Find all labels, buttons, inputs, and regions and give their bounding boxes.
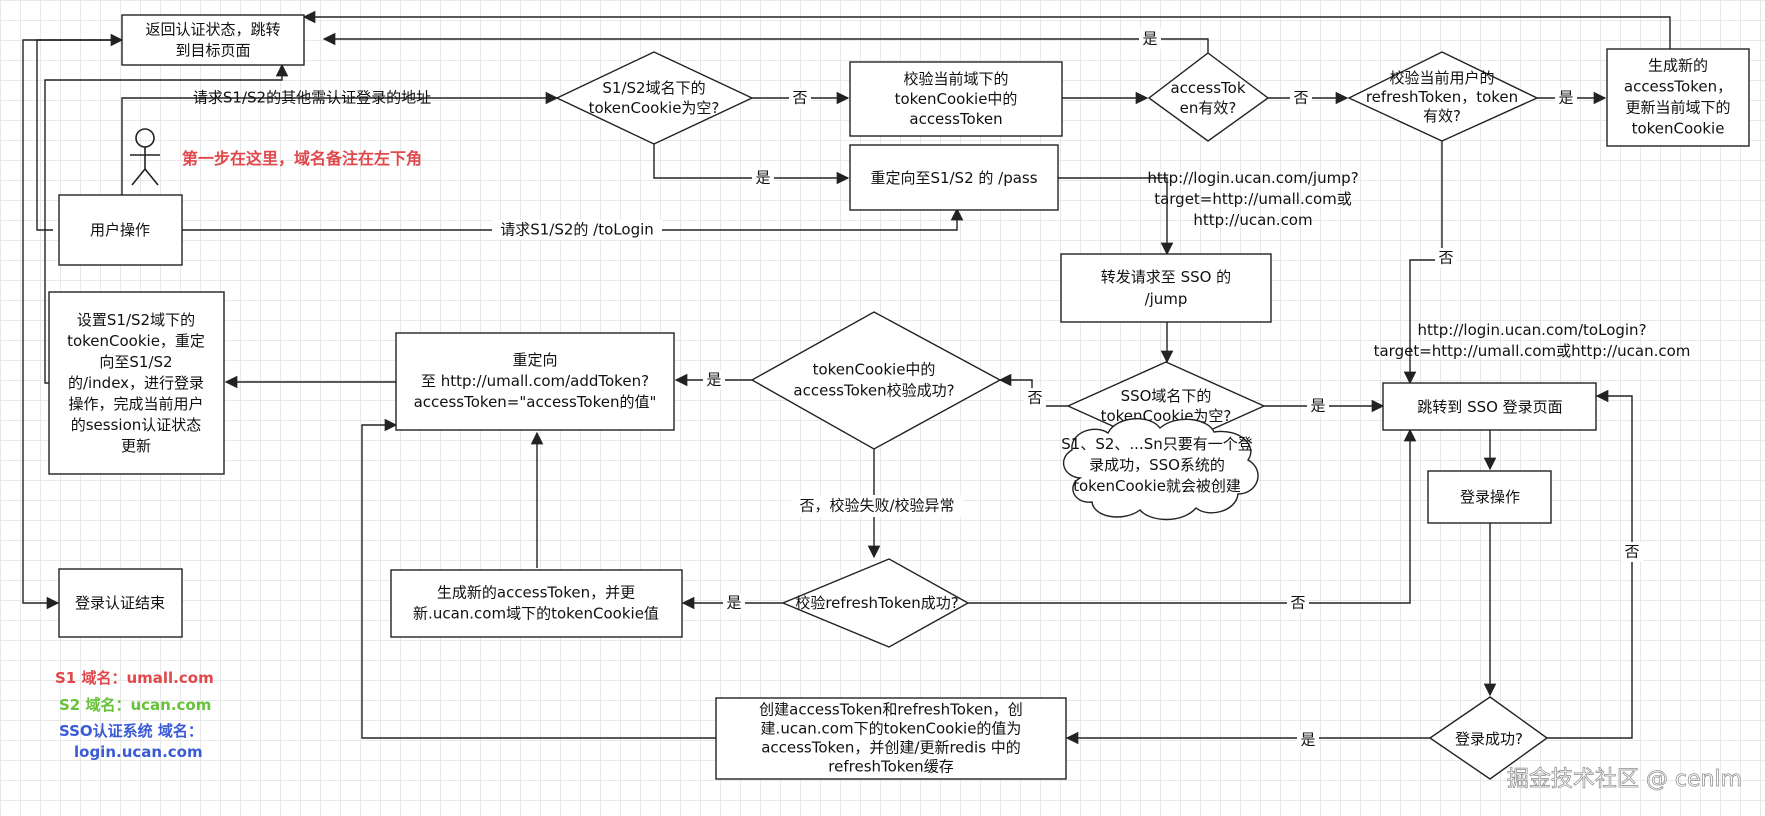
user-actor-icon: [130, 128, 160, 186]
node-user-action: 用户操作: [90, 221, 150, 239]
node-return-auth-box: [121, 14, 305, 66]
edge-labels: 请求S1/S2的其他需认证登录的地址 否 否 是 是 是 请求S1/S2的 /t…: [193, 29, 1690, 750]
edge-gen-to-return: [302, 10, 1671, 49]
first-step-note: 第一步在这里，域名备注在左下角: [182, 149, 422, 168]
legend-s2: S2 域名：ucan.com: [59, 696, 211, 714]
node-redirect-addtoken-box: [395, 332, 675, 431]
node-redirect-pass: 重定向至S1/S2 的 /pass: [870, 169, 1037, 187]
node-login-end: 登录认证结束: [75, 594, 165, 612]
edge-label-no-bottom: 否: [1290, 594, 1305, 612]
edge-pass-to-jump: [1058, 177, 1174, 256]
edge-label-yes-gen-bottom: 是: [726, 594, 741, 612]
node-return-auth: 返回认证状态，跳转到目标页面: [145, 21, 280, 60]
edge-label-yes-gen: 是: [1558, 89, 1573, 107]
edge-label-no-sso: 否: [1027, 389, 1042, 407]
cloud-note-shape: [1062, 418, 1259, 521]
edge-s1s2-yes: [653, 144, 850, 185]
edge-create-to-addtoken: [361, 418, 716, 739]
edge-label-tologin-url: http://login.ucan.com/toLogin?target=htt…: [1374, 321, 1691, 360]
watermark: 掘金技术社区 @ cenlm: [1507, 767, 1742, 792]
node-set-cookie-box: [48, 291, 225, 475]
node-gen-access-top-box: [1606, 48, 1750, 147]
legend-sso-2: login.ucan.com: [74, 743, 203, 761]
edge-label-yes-sso: 是: [1310, 397, 1325, 415]
node-redirect-addtoken: 重定向至 http://umall.com/addToken?accessTok…: [414, 351, 657, 411]
node-check-refresh-box: [1347, 51, 1539, 142]
edge-set-to-return: [44, 63, 289, 384]
node-gen-access-bottom-box: [390, 569, 683, 638]
node-login-op: 登录操作: [1460, 488, 1520, 506]
node-login-success-box: [1428, 696, 1549, 780]
edges: [22, 10, 1671, 745]
edge-refresh-no: [1403, 141, 1443, 385]
node-access-valid-box: [1147, 52, 1270, 142]
edge-label-fail-check: 否，校验失败/校验异常: [799, 497, 954, 515]
edge-label-no-1: 否: [792, 89, 807, 107]
domain-legend: S1 域名：umall.com S2 域名：ucan.com SSO认证系统 域…: [55, 669, 214, 761]
node-check-refresh-ok: 校验refreshToken成功?: [795, 594, 958, 612]
edge-label-jump-url: http://login.ucan.com/jump?target=http:/…: [1147, 169, 1358, 229]
node-check-refresh-ok-box: [781, 558, 970, 648]
node-forward-jump: 转发请求至 SSO 的/jump: [1101, 268, 1231, 308]
edge-label-no-refresh: 否: [1438, 249, 1453, 267]
edge-label-yes-pass: 是: [755, 169, 770, 187]
node-goto-sso-login-box: [1382, 382, 1597, 431]
node-login-op-box: [1427, 470, 1552, 524]
node-forward-jump-box: [1060, 253, 1272, 323]
edge-user-tologin: [182, 207, 964, 231]
node-goto-sso-login: 跳转到 SSO 登录页面: [1417, 398, 1562, 416]
edge-label-no-2: 否: [1293, 89, 1308, 107]
node-create-tokens-box: [715, 697, 1067, 780]
edge-to-login-end: [22, 39, 118, 610]
edge-user-request-other: [121, 91, 559, 195]
legend-s1: S1 域名：umall.com: [55, 669, 214, 687]
edge-success-no: [1547, 389, 1633, 739]
node-s1s2-empty-box: [555, 51, 754, 145]
node-redirect-pass-box: [849, 144, 1059, 211]
node-create-tokens: 创建accessToken和refreshToken，创建.ucan.com下的…: [759, 701, 1023, 776]
node-check-access-cookie-box: [849, 61, 1063, 137]
legend-sso-1: SSO认证系统 域名：: [59, 722, 203, 740]
edge-valid-yes: [322, 32, 1209, 53]
node-login-success: 登录成功?: [1455, 730, 1523, 748]
edge-label-yes-redirect: 是: [706, 371, 721, 389]
node-login-end-box: [58, 568, 183, 638]
edge-label-yes-login: 是: [1300, 731, 1315, 749]
edge-label-no-login: 否: [1624, 543, 1639, 561]
edge-label-other-urls: 请求S1/S2的其他需认证登录的地址: [193, 89, 431, 107]
edge-label-to-login-req: 请求S1/S2的 /toLogin: [500, 221, 654, 239]
node-token-cookie-valid-box: [750, 311, 1002, 450]
edge-label-yes-top: 是: [1142, 30, 1157, 48]
edge-refresh-ok-no: [968, 428, 1417, 604]
node-user-action-box: [58, 194, 183, 266]
node-gen-access-bottom: 生成新的accessToken，并更新.ucan.com域下的tokenCook…: [413, 584, 659, 623]
